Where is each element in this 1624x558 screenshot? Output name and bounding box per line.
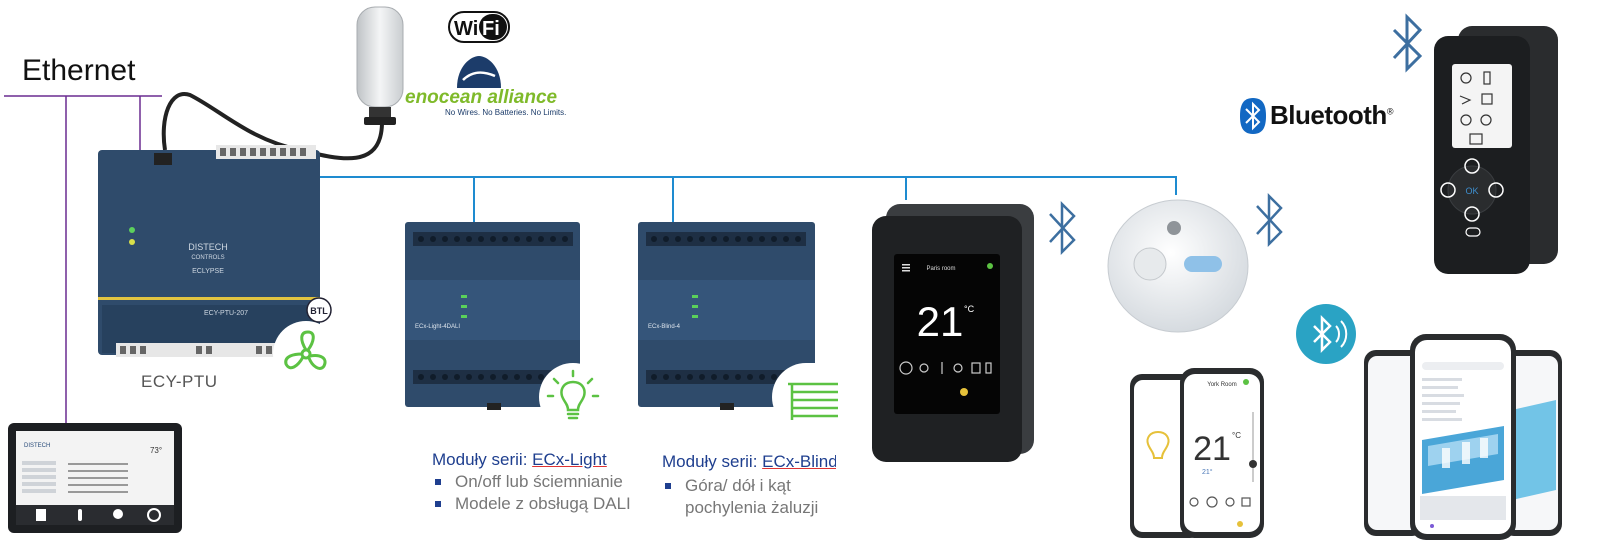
bluetooth-badge-icon	[1296, 304, 1356, 364]
display-unit: °C	[964, 304, 975, 314]
phone-temperature: 21	[1193, 430, 1231, 468]
wireless-antenna	[356, 6, 404, 125]
wifi-logo-text-right: Fi	[482, 18, 500, 40]
wifi-logo-text-left: Wi	[454, 18, 478, 40]
wireless-sensor	[1107, 199, 1249, 333]
light-module: ECx-Light-4DALI	[405, 222, 580, 410]
light-module-faceplate: ECx-Light-4DALI	[415, 324, 460, 330]
light-module-title: Moduły serii: ECx-Light	[432, 450, 607, 470]
mobile-app-phones: York Room 21 °C 21°	[1130, 368, 1264, 538]
phone-setpoint: 21°	[1202, 468, 1213, 476]
btl-badge: BTL	[306, 297, 332, 323]
touch-tablet: DISTECH 73°	[8, 423, 182, 533]
btl-text: BTL	[310, 306, 328, 316]
bluetooth-name: Bluetooth®	[1270, 100, 1393, 131]
light-bullet-list: On/off lub ściemnianie Modele z obsługą …	[433, 471, 648, 515]
blind-module-faceplate: ECx-Blind-4	[648, 324, 681, 330]
enocean-logo	[457, 56, 501, 88]
blind-module: ECx-Blind-4	[638, 222, 815, 410]
antenna-cable	[161, 92, 384, 161]
blind-module-title: Moduły serii: ECx-Blind	[662, 452, 836, 472]
phone-unit: °C	[1232, 431, 1241, 440]
controller-model: ECY-PTU-207	[204, 310, 248, 317]
handheld-ok-button: OK	[1465, 186, 1478, 196]
fan-icon	[273, 321, 339, 387]
light-title-prefix: Moduły serii:	[432, 450, 533, 469]
floorplan-app-phones	[1364, 334, 1562, 540]
handheld-remote: OK	[1434, 26, 1558, 274]
light-bullet-1: On/off lub ściemnianie	[433, 471, 648, 493]
controller-brand-1: DISTECH	[188, 242, 228, 252]
light-bullet-2: Modele z obsługą DALI	[433, 493, 648, 515]
blind-title-series: ECx-Blind	[762, 452, 836, 471]
bulb-icon	[539, 363, 607, 431]
blind-bullet-list: Góra/ dół i kąt pochylenia żaluzji	[663, 475, 838, 519]
enocean-tagline: No Wires. No Batteries. No Limits.	[445, 108, 567, 117]
blind-bullet-1: Góra/ dół i kąt pochylenia żaluzji	[663, 475, 838, 519]
display-temperature: 21	[917, 298, 964, 345]
bluetooth-icon-sensor	[1256, 192, 1283, 248]
tablet-temperature: 73°	[150, 446, 162, 455]
bluetooth-logo	[1240, 98, 1266, 134]
tablet-brand: DISTECH	[24, 443, 50, 449]
wifi-logo: Wi Fi	[448, 11, 510, 43]
bluetooth-name-text: Bluetooth	[1270, 100, 1387, 130]
display-room-name: Paris room	[926, 266, 955, 272]
eclypse-controller: DISTECH CONTROLS ECLYPSE ECY-PTU-207	[98, 145, 320, 357]
blind-icon	[772, 363, 838, 431]
room-display: Paris room 21 °C	[872, 204, 1034, 462]
light-title-series: ECx-Light	[532, 450, 607, 469]
ethernet-label: Ethernet	[22, 54, 136, 87]
blind-title-prefix: Moduły serii:	[662, 452, 763, 471]
controller-eclypse: ECLYPSE	[192, 268, 224, 275]
enocean-name: enocean alliance	[405, 87, 558, 108]
bluetooth-icon-display	[1049, 200, 1076, 256]
controller-label: ECY-PTU	[141, 372, 218, 391]
bluetooth-icon-handheld	[1392, 13, 1423, 73]
controller-brand-2: CONTROLS	[191, 255, 224, 261]
phone-room-name: York Room	[1207, 382, 1236, 388]
bluetooth-reg-mark: ®	[1386, 106, 1394, 117]
